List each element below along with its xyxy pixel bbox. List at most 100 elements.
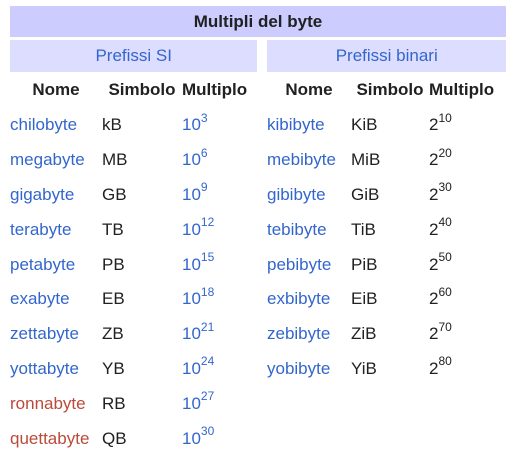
unit-name-cell: mebibyte [267,150,351,170]
unit-name-link[interactable]: ronnabyte [10,393,86,413]
unit-name-link[interactable]: mebibyte [267,150,336,170]
unit-name-cell: exabyte [10,289,102,309]
unit-multiple[interactable]: 1024 [182,355,214,379]
unit-multiple: 240 [429,216,452,240]
unit-name-cell: quettabyte [10,429,102,449]
unit-name-cell: zettabyte [10,324,102,344]
multiple-base: 10 [182,393,201,413]
multiple-base: 2 [429,150,439,170]
multiple-exponent: 50 [438,249,452,264]
multiple-exponent: 3 [200,110,208,125]
binary-multiple-header: Multiplo [429,80,495,99]
unit-name-cell: kibibyte [267,115,351,135]
unit-name-link[interactable]: kibibyte [267,115,325,135]
multiple-exponent: 80 [438,354,452,369]
unit-name-link[interactable]: terabyte [10,219,72,239]
binary-symbol-header: Simbolo [356,80,424,99]
multiple-exponent: 27 [200,389,215,404]
unit-name-cell: zebibyte [267,324,351,344]
unit-multiple[interactable]: 1021 [182,321,214,344]
unit-symbol: kB [102,115,122,135]
multiple-base: 2 [429,184,439,204]
unit-symbol: YB [102,358,125,378]
unit-multiple: 220 [429,147,452,170]
unit-name-link[interactable]: gibibyte [267,184,326,204]
unit-name-cell: petabyte [10,255,102,275]
unit-multiple[interactable]: 106 [182,147,208,170]
multiple-base: 10 [182,184,201,204]
unit-name-cell: megabyte [10,150,102,170]
unit-symbol: MB [102,150,128,170]
multiple-exponent: 6 [200,145,208,160]
unit-symbol: QB [102,428,127,448]
unit-name-link[interactable]: quettabyte [10,428,90,448]
unit-symbol: KiB [351,115,378,135]
unit-name-link[interactable]: exbibyte [267,289,331,309]
unit-symbol: RB [102,393,126,413]
unit-multiple: 270 [429,321,452,344]
table-row: exbibyte EiB 260 [267,282,506,317]
multiple-base: 10 [182,289,201,309]
binary-prefixes-link[interactable]: Prefissi binari [335,46,438,65]
unit-multiple: 280 [429,355,452,379]
unit-symbol: EiB [351,289,378,309]
unit-multiple[interactable]: 103 [182,112,208,135]
unit-symbol: GiB [351,184,380,204]
unit-multiple[interactable]: 1018 [182,286,214,309]
multiple-base: 10 [182,324,201,344]
multiple-exponent: 21 [200,319,215,334]
unit-name-link[interactable]: megabyte [10,150,85,170]
unit-name-cell: exbibyte [267,289,351,309]
unit-symbol: GB [102,184,127,204]
multiple-exponent: 30 [438,180,452,195]
unit-multiple: 250 [429,251,452,275]
unit-name-link[interactable]: tebibyte [267,219,327,239]
table-row: exabyte EB 1018 [10,282,267,317]
si-prefixes-link[interactable]: Prefissi SI [95,46,172,65]
unit-name-link[interactable]: yottabyte [10,358,79,378]
unit-name-cell: pebibyte [267,255,351,275]
multiple-base: 10 [182,358,201,378]
unit-multiple: 260 [429,286,452,309]
multiple-base: 2 [429,219,439,239]
table-row: ronnabyte RB 1027 [10,386,267,421]
si-prefixes-heading[interactable]: Prefissi SI [10,40,258,72]
unit-multiple[interactable]: 1027 [182,390,214,414]
unit-name-link[interactable]: zebibyte [267,324,331,344]
unit-name-link[interactable]: zettabyte [10,324,79,344]
binary-prefixes-heading[interactable]: Prefissi binari [267,40,506,72]
unit-multiple: 210 [429,112,452,135]
si-symbol-header: Simbolo [108,80,176,99]
multiple-base: 2 [429,358,439,378]
unit-name-link[interactable]: chilobyte [10,115,78,135]
table-row: pebibyte PiB 250 [267,247,506,282]
multiple-exponent: 24 [200,354,215,369]
section-headings: Prefissi SI Prefissi binari [10,40,506,72]
unit-multiple[interactable]: 1012 [182,216,214,240]
unit-name-link[interactable]: exabyte [10,289,70,309]
multiple-exponent: 12 [200,215,215,230]
unit-name-link[interactable]: gigabyte [10,184,75,204]
unit-multiple[interactable]: 1030 [182,425,214,449]
unit-name-link[interactable]: yobibyte [267,358,331,378]
unit-multiple[interactable]: 1015 [182,251,214,275]
unit-multiple: 230 [429,181,452,205]
unit-symbol: PiB [351,254,378,274]
unit-name-cell: yobibyte [267,359,351,379]
multiple-exponent: 40 [438,215,452,230]
unit-symbol: EB [102,289,125,309]
unit-name-cell: tebibyte [267,220,351,240]
multiple-base: 2 [429,115,439,135]
table-title: Multipli del byte [10,6,506,37]
unit-symbol: PB [102,254,125,274]
multiple-base: 2 [429,324,439,344]
unit-name-link[interactable]: pebibyte [267,254,332,274]
multiple-base: 10 [182,428,201,448]
unit-name-link[interactable]: petabyte [10,254,76,274]
unit-multiple[interactable]: 109 [182,181,208,205]
